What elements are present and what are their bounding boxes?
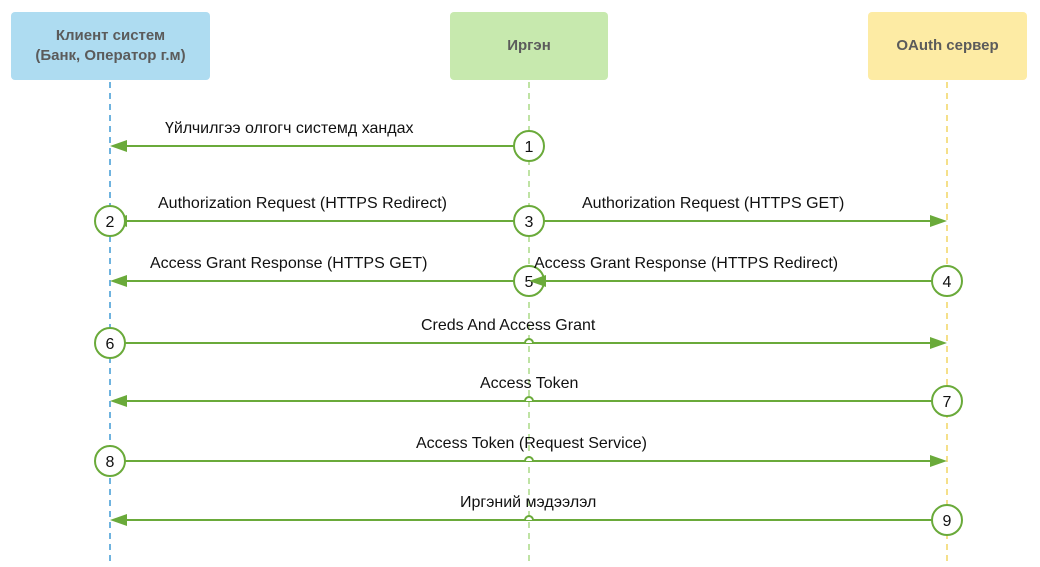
step-number: 5	[525, 274, 534, 291]
message-label: Access Grant Response (HTTPS GET)	[150, 255, 428, 272]
actor-oauth-server: OAuth сервер	[868, 12, 1027, 80]
arrow-head-icon	[930, 455, 947, 467]
arrow-head-icon	[110, 275, 127, 287]
message-label: Access Token (Request Service)	[416, 435, 647, 452]
lifeline-crossing-hop	[524, 338, 534, 344]
lifeline-crossing-hop	[524, 396, 534, 402]
actor-citizen-label: Иргэн	[507, 37, 551, 54]
message-label: Access Grant Response (HTTPS Redirect)	[534, 255, 839, 272]
step-circle-6	[94, 327, 126, 359]
step-number: 9	[943, 513, 952, 530]
arrow-head-icon	[930, 337, 947, 349]
step-circle-2	[94, 205, 126, 237]
step-circle-7	[931, 385, 963, 417]
message-label: Access Token	[480, 375, 579, 392]
step-circle-9	[931, 504, 963, 536]
step-circle-4	[931, 265, 963, 297]
step-number: 2	[106, 214, 115, 231]
step-number: 3	[525, 214, 534, 231]
step-number: 7	[943, 394, 952, 411]
step-circle-1	[513, 130, 545, 162]
arrow-head-icon	[930, 215, 947, 227]
message-label: Үйлчилгээ олгогч системд хандах	[165, 120, 414, 137]
actor-client-label: Клиент систем (Банк, Оператор г.м)	[35, 27, 186, 64]
actor-client-system: Клиент систем (Банк, Оператор г.м)	[11, 12, 210, 80]
step-circle-3	[513, 205, 545, 237]
message-label: Authorization Request (HTTPS GET)	[582, 195, 845, 212]
actor-citizen: Иргэн	[450, 12, 608, 80]
arrow-head-icon	[529, 275, 546, 287]
step-number: 1	[525, 139, 534, 156]
message-label: Иргэний мэдээлэл	[460, 494, 597, 511]
step-circle-8	[94, 445, 126, 477]
actor-oauth-label: OAuth сервер	[896, 37, 999, 54]
step-number: 6	[106, 336, 115, 353]
arrow-head-icon	[110, 395, 127, 407]
lifeline-crossing-hop	[524, 456, 534, 462]
arrow-head-icon	[110, 514, 127, 526]
step-number: 8	[106, 454, 115, 471]
arrow-head-icon	[110, 140, 127, 152]
message-label: Creds And Access Grant	[421, 317, 596, 334]
message-label: Authorization Request (HTTPS Redirect)	[158, 195, 447, 212]
step-number: 4	[943, 274, 952, 291]
lifeline-crossing-hop	[524, 515, 534, 521]
